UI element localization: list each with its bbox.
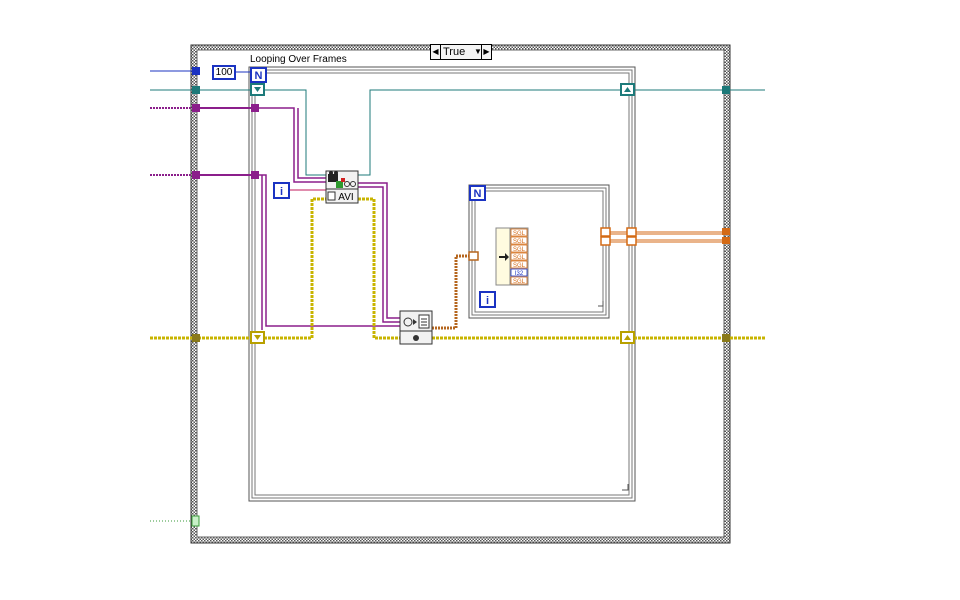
unbundle-element-box [510,244,528,253]
outer-iteration-label: i [280,186,283,198]
wire-purple-group [150,107,400,330]
inner-count-terminal[interactable]: N [469,185,486,201]
shift-registers[interactable] [250,83,635,344]
unbundle-element-type: SGL [513,247,526,253]
unbundle-element-type: SGL [513,255,526,261]
unbundle-element-box [510,236,528,245]
unbundle-element-type: SGL [513,263,526,269]
inner-iteration-label: i [486,295,489,307]
case-selector[interactable]: ◀ True ▼ ▶ [430,44,492,60]
inner-input-tunnel[interactable] [468,251,479,261]
unbundle-element-box [510,252,528,261]
unbundle-element-type: I32 [515,271,524,277]
avi-read-node[interactable]: AVI [325,170,359,204]
image-to-array-node[interactable] [399,310,433,345]
unbundle-element-type: SGL [513,279,526,285]
unbundle-element-box [510,228,528,237]
inner-count-label: N [474,188,482,200]
inner-iteration-terminal: i [479,291,496,308]
avi-node-label: AVI [338,192,353,203]
output-tunnels[interactable] [600,227,637,246]
outer-count-terminal[interactable]: N [250,67,267,83]
unbundle-element-type: SGL [513,239,526,245]
count-constant[interactable]: 100 [212,65,236,80]
unbundle-element-box [510,268,528,277]
wire-yellow-group [150,197,765,340]
case-prev-arrow-icon[interactable]: ◀ [431,45,441,59]
outer-count-label: N [255,70,263,82]
wire-teal-group [150,89,765,176]
case-selector-value: True [443,46,466,58]
unbundle-element-type: SGL [513,231,526,237]
wire-blue-group [150,70,252,73]
case-tunnels[interactable] [191,67,730,527]
unbundle-element-box [510,276,528,285]
unbundle-element-box [510,260,528,269]
outer-loop-label: Looping Over Frames [250,54,347,65]
outer-iteration-terminal: i [273,182,290,199]
case-next-arrow-icon[interactable]: ▶ [481,45,491,59]
case-dropdown-icon[interactable]: ▼ [474,47,482,56]
